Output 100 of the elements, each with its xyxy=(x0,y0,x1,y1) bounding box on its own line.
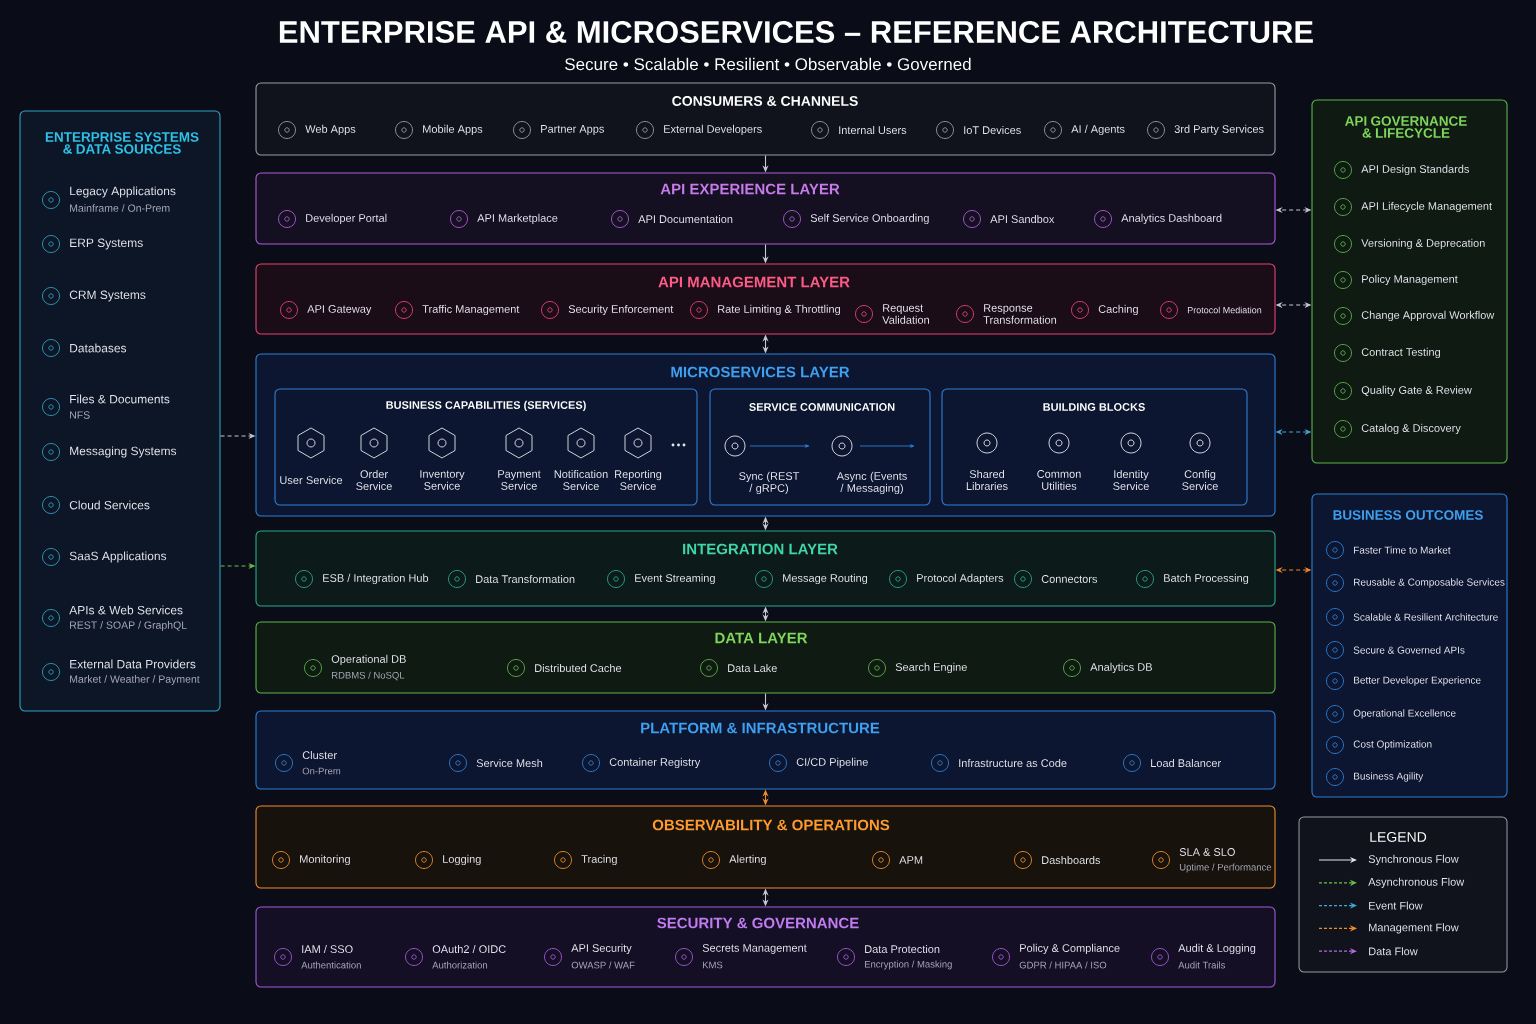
panel-heading: BUILDING BLOCKS xyxy=(1043,403,1145,411)
item-label: Cluster xyxy=(302,750,337,760)
item-label: Common Utilities xyxy=(1037,470,1081,490)
item-label: Secrets Management xyxy=(702,944,807,954)
item-subtitle: Encryption / Masking xyxy=(865,960,952,970)
item-label: Protocol Mediation xyxy=(1187,306,1262,314)
item-label: Data Transformation xyxy=(476,574,575,584)
item-label: Connectors xyxy=(1041,575,1098,583)
item-subtitle: Uptime / Performance xyxy=(1179,863,1272,873)
item-label: Request Validation xyxy=(882,304,929,324)
item-label: External Developers xyxy=(664,124,762,136)
panel-heading: ENTERPRISE SYSTEMS & DATA SOURCES xyxy=(45,132,199,154)
item-label: Cloud Services xyxy=(69,500,150,510)
item-subtitle: Authentication xyxy=(301,961,361,969)
item-label: Event Streaming xyxy=(635,573,715,585)
item-label: Shared Libraries xyxy=(966,469,1008,491)
item-label: Web Apps xyxy=(305,124,356,136)
item-label: Change Approval Workflow xyxy=(1361,310,1495,322)
item-label: APIs & Web Services xyxy=(69,605,183,615)
item-label: Container Registry xyxy=(609,757,701,769)
item-label: Messaging Systems xyxy=(70,446,177,458)
item-label: AI / Agents xyxy=(1071,124,1125,136)
item-subtitle: On-Prem xyxy=(302,767,341,775)
legend-label: Synchronous Flow xyxy=(1368,854,1459,866)
item-label: Cost Optimization xyxy=(1353,740,1432,750)
item-label: Security Enforcement xyxy=(568,304,674,316)
item-label: Load Balancer xyxy=(1151,758,1221,768)
item-label: Developer Portal xyxy=(306,213,387,225)
item-subtitle: GDPR / HIPAA / ISO xyxy=(1019,961,1107,969)
item-label: SLA & SLO xyxy=(1179,848,1235,856)
item-label: Message Routing xyxy=(783,573,868,585)
panel-heading: SECURITY & GOVERNANCE xyxy=(657,917,859,929)
item-label: API Sandbox xyxy=(990,214,1055,224)
panel-heading: INTEGRATION LAYER xyxy=(683,543,838,555)
item-label: API Marketplace xyxy=(477,213,558,225)
item-label: Payment Service xyxy=(498,470,541,490)
item-subtitle: Market / Weather / Payment xyxy=(70,675,200,685)
item-label: Faster Time to Market xyxy=(1354,546,1451,554)
item-label: Files & Documents xyxy=(70,394,170,404)
item-label: Databases xyxy=(70,343,127,353)
item-label: CRM Systems xyxy=(69,290,146,302)
item-label: Order Service xyxy=(356,469,392,491)
item-label: API Design Standards xyxy=(1361,164,1469,176)
item-subtitle: NFS xyxy=(70,411,90,419)
item-label: Response Transformation xyxy=(983,304,1057,324)
item-label: Quality Gate & Review xyxy=(1361,385,1472,397)
item-label: Async (Events / Messaging) xyxy=(836,471,907,495)
panel-heading: MICROSERVICES LAYER xyxy=(671,366,850,378)
item-subtitle: KMS xyxy=(703,961,723,969)
legend-label: Event Flow xyxy=(1369,901,1423,910)
item-label: Operational DB xyxy=(331,654,406,666)
item-label: Legacy Applications xyxy=(70,186,176,198)
item-label: IoT Devices xyxy=(964,125,1021,135)
item-label: Internal Users xyxy=(839,125,907,135)
item-subtitle: RDBMS / NoSQL xyxy=(332,671,405,681)
item-label: Policy & Compliance xyxy=(1020,943,1120,955)
item-label: Batch Processing xyxy=(1164,573,1249,585)
item-label: API Lifecycle Management xyxy=(1361,201,1492,213)
item-subtitle: OWASP / WAF xyxy=(571,961,635,969)
item-label: Inventory Service xyxy=(420,470,465,490)
panel-heading: BUSINESS CAPABILITIES (SERVICES) xyxy=(386,400,586,412)
item-subtitle: Authorization xyxy=(432,961,488,969)
item-subtitle: REST / SOAP / GraphQL xyxy=(70,621,187,631)
item-label: Traffic Management xyxy=(422,304,520,316)
item-label: Versioning & Deprecation xyxy=(1361,238,1485,250)
item-label: APM xyxy=(899,856,923,864)
item-label: SaaS Applications xyxy=(69,551,167,563)
panel-heading: API EXPERIENCE LAYER xyxy=(660,183,840,195)
item-subtitle: Audit Trails xyxy=(1178,961,1226,969)
item-label: Distributed Cache xyxy=(535,663,622,673)
item-label: Infrastructure as Code xyxy=(959,758,1067,768)
panel-heading: BUSINESS OUTCOMES xyxy=(1333,510,1483,520)
item-label: ERP Systems xyxy=(70,238,143,250)
item-label: Identity Service xyxy=(1113,469,1149,491)
item-label: Dashboards xyxy=(1042,855,1101,865)
item-label: Policy Management xyxy=(1362,274,1458,286)
panel-heading: SERVICE COMMUNICATION xyxy=(749,403,895,411)
item-label: Mobile Apps xyxy=(423,124,483,136)
item-label: IAM / SSO xyxy=(302,944,353,954)
item-label: API Documentation xyxy=(638,214,733,224)
item-label: Analytics Dashboard xyxy=(1121,213,1222,225)
item-label: Search Engine xyxy=(895,662,967,674)
item-label: Alerting xyxy=(729,854,766,866)
item-label: Tracing xyxy=(581,854,617,866)
item-label: Logging xyxy=(443,854,481,866)
item-label: Contract Testing xyxy=(1361,347,1440,359)
item-label: Catalog & Discovery xyxy=(1361,423,1461,435)
item-label: ESB / Integration Hub xyxy=(323,573,429,585)
panel-heading: PLATFORM & INFRASTRUCTURE xyxy=(641,722,880,734)
item-label: API Gateway xyxy=(307,305,372,315)
item-label: Analytics DB xyxy=(1090,662,1152,674)
item-label: Config Service xyxy=(1182,469,1218,491)
item-label: Scalable & Resilient Architecture xyxy=(1353,613,1498,621)
item-label: Notification Service xyxy=(554,469,608,491)
item-label: Secure & Governed APIs xyxy=(1353,646,1465,654)
item-label: OAuth2 / OIDC xyxy=(432,944,506,954)
item-subtitle: Mainframe / On-Prem xyxy=(70,204,170,212)
item-label: User Service xyxy=(280,475,343,485)
item-label: Operational Excellence xyxy=(1353,709,1456,719)
legend-label: Data Flow xyxy=(1369,947,1418,956)
